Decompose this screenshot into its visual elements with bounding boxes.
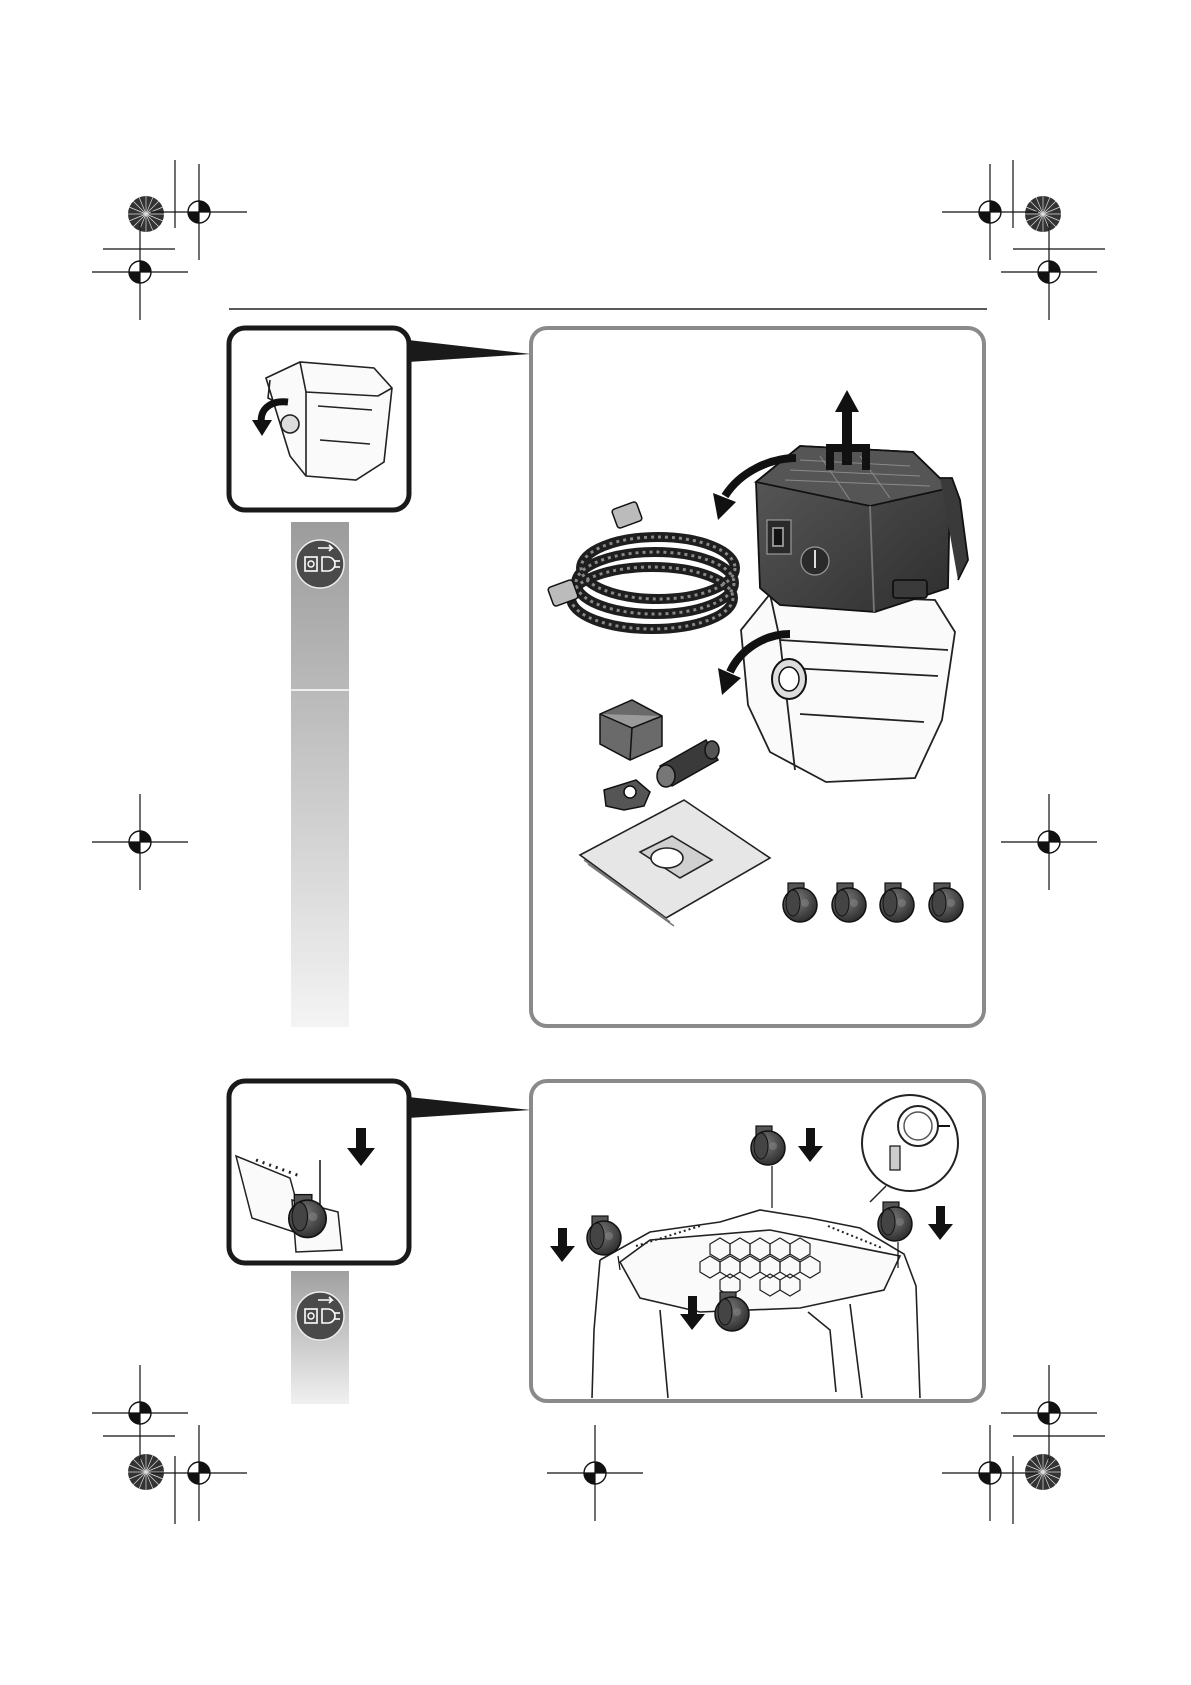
color-bar-mark-bottom-right <box>1025 1454 1061 1490</box>
registration-mark <box>92 1365 188 1461</box>
registration-mark <box>942 1425 1038 1521</box>
callout-wedge <box>408 1097 531 1118</box>
section-unpacking <box>229 328 984 1027</box>
callout-wedge <box>408 340 531 362</box>
section-caster-mounting <box>229 1081 984 1404</box>
unplug-icon <box>296 540 344 588</box>
color-bar-mark-top-left <box>128 196 164 232</box>
registration-mark <box>151 1425 247 1521</box>
registration-mark <box>942 164 1038 260</box>
registration-mark <box>151 164 247 260</box>
registration-mark <box>1001 224 1097 320</box>
unplug-icon <box>296 1292 344 1340</box>
color-bar-mark-top-right <box>1025 196 1061 232</box>
registration-mark <box>1001 794 1097 890</box>
registration-mark <box>92 794 188 890</box>
color-bar-mark-bottom-left <box>128 1454 164 1490</box>
registration-mark <box>547 1425 643 1521</box>
registration-mark <box>1001 1365 1097 1461</box>
step-bar <box>291 522 349 1027</box>
registration-mark <box>92 224 188 320</box>
